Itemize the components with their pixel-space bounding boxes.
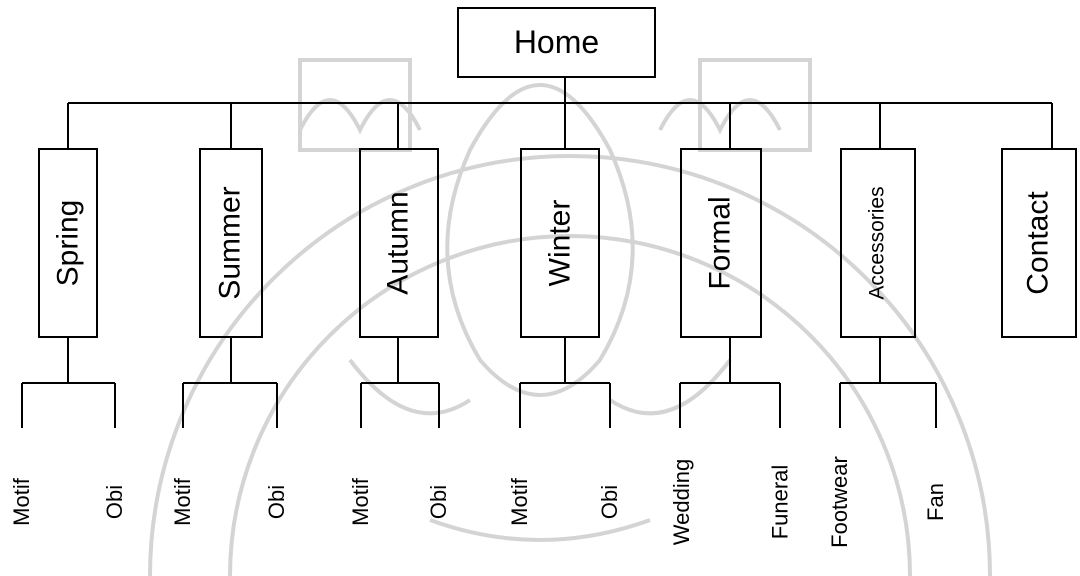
leaf-label: Fan	[922, 483, 948, 521]
leaf-summer-motif: Motif	[163, 432, 203, 572]
leaf-autumn-motif: Motif	[341, 432, 381, 572]
leaf-spring-obi: Obi	[95, 432, 135, 572]
leaf-formal-wedding: Wedding	[662, 432, 702, 572]
leaf-label: Wedding	[669, 458, 694, 546]
leaf-summer-obi: Obi	[257, 432, 297, 572]
home-node: Home	[457, 7, 656, 78]
leaf-winter-obi: Obi	[590, 432, 630, 572]
category-label: Accessories	[866, 186, 890, 300]
category-accessories: Accessories	[840, 148, 916, 338]
leaf-label: Motif	[170, 478, 195, 526]
category-label: Summer	[214, 186, 248, 300]
category-formal: Formal	[680, 148, 762, 338]
leaf-autumn-obi: Obi	[419, 432, 459, 572]
category-label: Formal	[704, 196, 737, 290]
category-label: Contact	[1022, 191, 1056, 295]
leaf-accessories-footwear: Footwear	[820, 432, 860, 572]
leaf-label: Obi	[597, 484, 622, 520]
category-spring: Spring	[38, 148, 98, 338]
leaf-label: Funeral	[767, 464, 792, 540]
category-contact: Contact	[1001, 148, 1077, 338]
category-summer: Summer	[199, 148, 263, 338]
leaf-accessories-fan: Fan	[916, 432, 956, 572]
category-autumn: Autumn	[359, 148, 439, 338]
category-label: Spring	[51, 199, 84, 287]
category-winter: Winter	[520, 148, 600, 338]
leaf-label: Obi	[264, 484, 289, 520]
leaf-label: Motif	[348, 478, 373, 526]
leaf-label: Motif	[9, 478, 34, 526]
leaf-label: Motif	[507, 478, 532, 526]
leaf-formal-funeral: Funeral	[760, 432, 800, 572]
leaf-label: Obi	[426, 484, 451, 520]
leaf-label: Obi	[102, 484, 127, 520]
leaf-spring-motif: Motif	[2, 432, 42, 572]
leaf-winter-motif: Motif	[500, 432, 540, 572]
leaf-label: Footwear	[827, 456, 852, 548]
home-label: Home	[513, 24, 600, 60]
category-label: Winter	[543, 199, 576, 287]
category-label: Autumn	[382, 191, 416, 295]
